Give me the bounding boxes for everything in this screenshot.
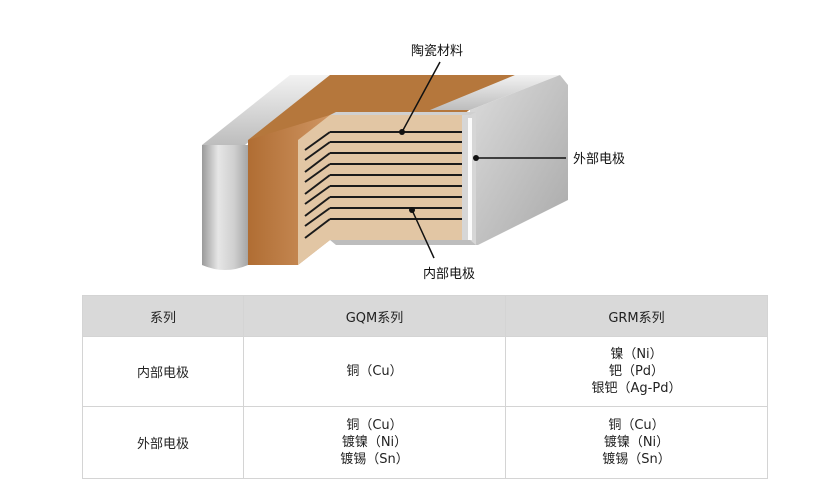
cell-line: 铜（Cu）	[346, 364, 403, 379]
cell-outer-gqm: 铜（Cu） 镀镍（Ni） 镀锡（Sn）	[243, 406, 506, 479]
table-header-row: 系列 GQM系列 GRM系列	[82, 295, 768, 337]
table-row: 内部电极 铜（Cu） 镍（Ni） 钯（Pd） 银钯（Ag-Pd）	[82, 336, 768, 407]
header-series: 系列	[82, 295, 244, 337]
row-label-inner-electrode: 内部电极	[82, 336, 244, 407]
label-inner-electrode: 内部电极	[423, 266, 475, 282]
cell-inner-gqm: 铜（Cu）	[243, 336, 506, 407]
cell-line: 铜（Cu）	[608, 418, 665, 433]
internal-electrode-layers	[304, 131, 470, 239]
cell-line: 镍（Ni）	[610, 347, 663, 362]
cell-line: 镀镍（Ni）	[341, 435, 408, 450]
label-ceramic: 陶瓷材料	[411, 43, 463, 59]
cell-line: 钯（Pd）	[608, 364, 665, 379]
cell-line: 铜（Cu）	[346, 418, 403, 433]
cell-inner-grm: 镍（Ni） 钯（Pd） 银钯（Ag-Pd）	[505, 336, 768, 407]
ceramic-leader-line	[401, 61, 441, 133]
ceramic-leader-dot	[399, 129, 405, 135]
header-gqm: GQM系列	[243, 295, 506, 337]
row-label-outer-electrode: 外部电极	[82, 406, 244, 479]
right-outer-electrode	[330, 75, 568, 245]
cell-line: 镀锡（Sn）	[602, 452, 671, 467]
table-row: 外部电极 铜（Cu） 镀镍（Ni） 镀锡（Sn） 铜（Cu） 镀镍（Ni） 镀锡…	[82, 406, 768, 479]
header-grm: GRM系列	[505, 295, 768, 337]
cell-line: 银钯（Ag-Pd）	[591, 381, 682, 396]
outer-electrode-leader-dot	[473, 155, 479, 161]
left-outer-electrode	[202, 75, 330, 270]
inner-electrode-leader-line	[411, 209, 435, 259]
inner-electrode-leader-dot	[409, 207, 415, 213]
capacitor-diagram: 陶瓷材料 外部电极 内部电极	[202, 43, 625, 282]
label-outer-electrode: 外部电极	[573, 152, 625, 167]
cell-line: 镀镍（Ni）	[603, 435, 670, 450]
cell-line: 镀锡（Sn）	[340, 452, 409, 467]
cell-outer-grm: 铜（Cu） 镀镍（Ni） 镀锡（Sn）	[505, 406, 768, 479]
electrode-material-table: 系列 GQM系列 GRM系列 内部电极 铜（Cu） 镍（Ni） 钯（Pd） 银钯…	[82, 295, 768, 479]
